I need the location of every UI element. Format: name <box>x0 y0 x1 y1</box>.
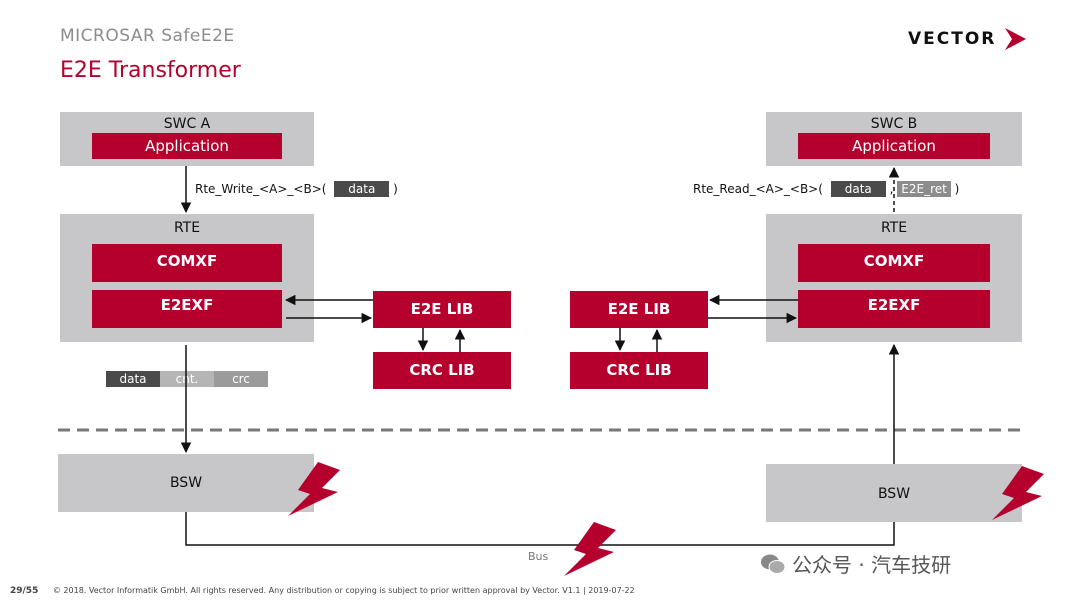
left-rte-label: RTE <box>173 220 201 236</box>
page-number: 29/55 <box>10 586 39 596</box>
right-rte-box: RTE COMXF E2EXF <box>766 214 1022 342</box>
rte-write-text: Rte_Write_<A>_<B>( <box>195 182 327 196</box>
frame-cnt-field: cnt. <box>160 371 214 387</box>
frame-data-field: data <box>106 371 160 387</box>
rte-write-call: Rte_Write_<A>_<B>( data ) <box>195 181 398 197</box>
watermark-text: 公众号 · 汽车技研 <box>792 553 952 577</box>
section-subtitle: MICROSAR SafeE2E <box>60 26 235 46</box>
lightning-bolt-icon <box>288 462 340 516</box>
swc-a-label: SWC A <box>163 116 211 132</box>
right-comxf-box: COMXF <box>798 244 990 282</box>
watermark: 公众号 · 汽车技研 <box>760 549 951 578</box>
right-bsw-label: BSW <box>877 486 911 502</box>
rte-read-text: Rte_Read_<A>_<B>( <box>693 182 823 196</box>
bus-label: Bus <box>528 550 549 563</box>
left-e2e-lib-box: E2E LIB <box>373 291 511 328</box>
right-application-box: Application <box>798 133 990 159</box>
left-crc-lib-box: CRC LIB <box>373 352 511 389</box>
right-bsw-box: BSW <box>766 464 1022 522</box>
left-rte-box: RTE COMXF E2EXF <box>60 214 314 342</box>
right-e2exf-box: E2EXF <box>798 290 990 328</box>
left-bsw-box: BSW <box>58 454 314 512</box>
left-bsw-label: BSW <box>169 475 203 491</box>
footer: 29/55 © 2018. Vector Informatik GmbH. Al… <box>10 586 635 596</box>
lightning-bolt-icon <box>992 466 1044 520</box>
rte-read-call: Rte_Read_<A>_<B>( data , E2E_ret ) <box>693 181 959 197</box>
right-e2e-lib-box: E2E LIB <box>570 291 708 328</box>
rte-write-data-chip: data <box>334 181 390 197</box>
swc-b-label: SWC B <box>870 116 918 132</box>
swc-b-box: SWC B Application <box>766 112 1022 166</box>
footer-copyright: © 2018. Vector Informatik GmbH. All righ… <box>52 586 635 595</box>
right-crc-lib-box: CRC LIB <box>570 352 708 389</box>
logo-chevron-icon <box>1005 28 1027 50</box>
bus-line <box>185 512 895 546</box>
rte-read-sep: , <box>889 182 894 196</box>
logo-text: VECTOR <box>908 29 997 49</box>
e2e-frame: data cnt. crc <box>106 371 268 387</box>
rte-read-data-chip: data <box>830 181 886 197</box>
left-e2exf-box: E2EXF <box>92 290 282 328</box>
frame-crc-field: crc <box>214 371 268 387</box>
left-application-box: Application <box>92 133 282 159</box>
lightning-bolt-icon <box>564 522 616 576</box>
rte-read-e2e-ret-chip: E2E_ret <box>897 181 951 197</box>
rte-write-close: ) <box>393 182 398 196</box>
swc-a-box: SWC A Application <box>60 112 314 166</box>
wechat-icon <box>761 554 786 574</box>
page-title: E2E Transformer <box>60 58 241 83</box>
right-rte-label: RTE <box>880 220 908 236</box>
left-comxf-box: COMXF <box>92 244 282 282</box>
rte-read-close: ) <box>954 182 960 196</box>
vector-logo: VECTOR <box>908 26 1028 52</box>
